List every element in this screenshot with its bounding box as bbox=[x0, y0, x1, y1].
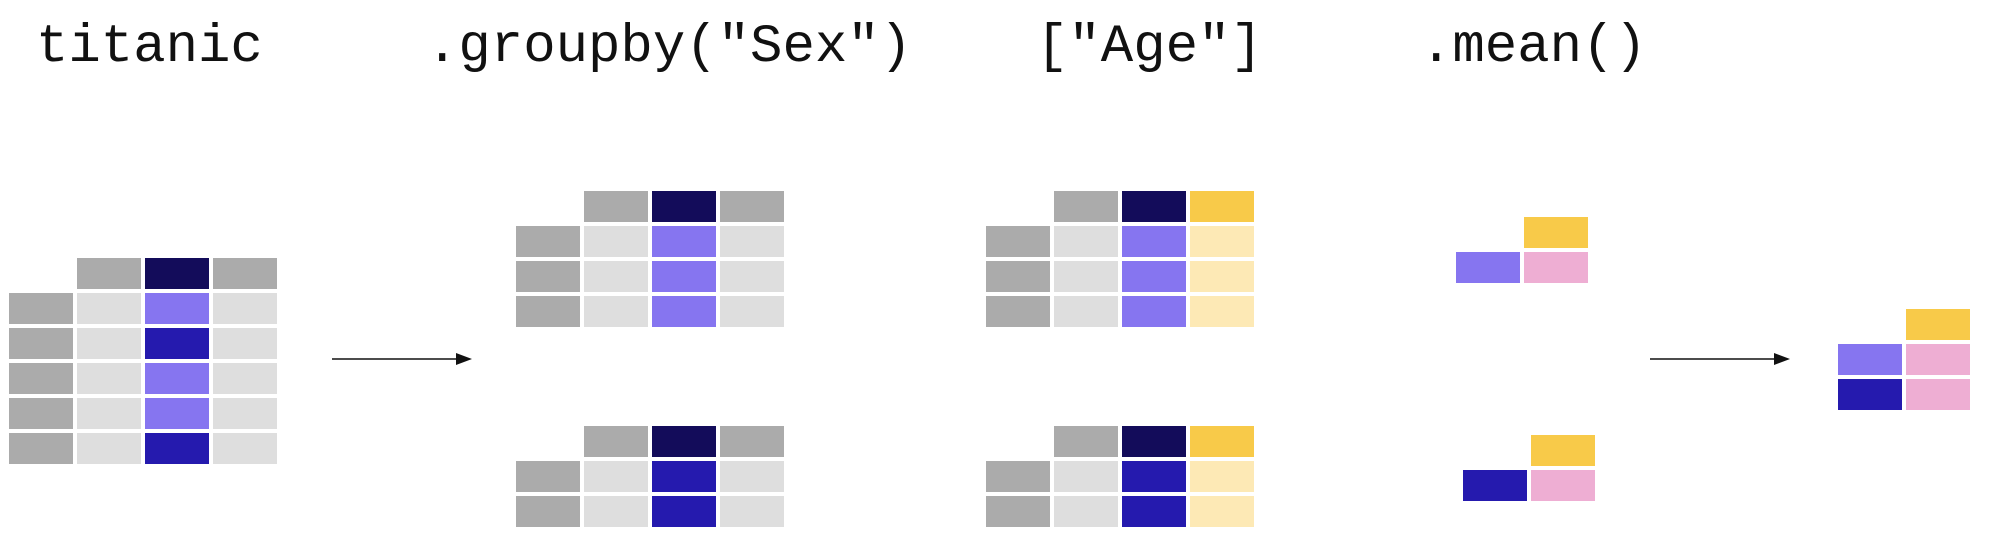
group_a-body-cell bbox=[584, 226, 648, 257]
group_a-body-cell bbox=[652, 226, 716, 257]
group_b-body-cell bbox=[652, 496, 716, 527]
age_b-header-cell bbox=[1122, 426, 1186, 457]
group_a-body-cell bbox=[720, 261, 784, 292]
groupby-label: .groupby("Sex") bbox=[426, 17, 913, 78]
group_b-body-cell bbox=[652, 461, 716, 492]
group_b-body-cell bbox=[584, 496, 648, 527]
titanic-label: titanic bbox=[36, 17, 263, 78]
age_b-body-cell bbox=[1122, 461, 1186, 492]
titanic-body-cell bbox=[145, 433, 209, 464]
result-index-cell bbox=[1838, 379, 1902, 410]
mean_a-header-cell bbox=[1524, 217, 1588, 248]
mean_b-value-cell bbox=[1531, 470, 1595, 501]
result-header-cell bbox=[1906, 309, 1970, 340]
group_a-index-cell bbox=[516, 226, 580, 257]
age_a-header-cell bbox=[1190, 191, 1254, 222]
age_b-body-cell bbox=[1054, 461, 1118, 492]
age_b-body-cell bbox=[1190, 461, 1254, 492]
group_a-body-cell bbox=[584, 261, 648, 292]
age_a-index-cell bbox=[986, 226, 1050, 257]
titanic-header-cell bbox=[145, 258, 209, 289]
group_a-header-cell bbox=[584, 191, 648, 222]
group_b-header-cell bbox=[720, 426, 784, 457]
titanic-header-cell bbox=[77, 258, 141, 289]
age_a-body-cell bbox=[1190, 226, 1254, 257]
titanic-body-cell bbox=[213, 328, 277, 359]
titanic-body-cell bbox=[213, 363, 277, 394]
group_b-body-cell bbox=[720, 496, 784, 527]
result-value-cell bbox=[1906, 344, 1970, 375]
titanic-index-cell bbox=[9, 293, 73, 324]
age_a-body-cell bbox=[1054, 296, 1118, 327]
titanic-body-cell bbox=[145, 293, 209, 324]
group_b-body-cell bbox=[720, 461, 784, 492]
arrow-split bbox=[332, 353, 472, 365]
age_a-index-cell bbox=[986, 261, 1050, 292]
group_a-body-cell bbox=[720, 296, 784, 327]
group_a-header-cell bbox=[720, 191, 784, 222]
titanic-body-cell bbox=[145, 398, 209, 429]
titanic-body-cell bbox=[213, 293, 277, 324]
age_a-body-cell bbox=[1054, 226, 1118, 257]
titanic-index-cell bbox=[9, 363, 73, 394]
age_a-index-cell bbox=[986, 296, 1050, 327]
titanic-index-cell bbox=[9, 328, 73, 359]
age_b-header-cell bbox=[1190, 426, 1254, 457]
titanic-body-cell bbox=[77, 363, 141, 394]
result-value-cell bbox=[1906, 379, 1970, 410]
group_a-body-cell bbox=[584, 296, 648, 327]
group_a-body-cell bbox=[652, 261, 716, 292]
age_b-index-cell bbox=[986, 461, 1050, 492]
group_b-index-cell bbox=[516, 496, 580, 527]
titanic-body-cell bbox=[77, 398, 141, 429]
age_a-body-cell bbox=[1190, 261, 1254, 292]
titanic-body-cell bbox=[77, 293, 141, 324]
titanic-index-cell bbox=[9, 398, 73, 429]
mean_b-header-cell bbox=[1531, 435, 1595, 466]
titanic-body-cell bbox=[145, 363, 209, 394]
titanic-body-cell bbox=[213, 398, 277, 429]
group_b-body-cell bbox=[584, 461, 648, 492]
column-select-label: ["Age"] bbox=[1036, 17, 1263, 78]
age_a-header-cell bbox=[1054, 191, 1118, 222]
titanic-header-cell bbox=[213, 258, 277, 289]
age_a-header-cell bbox=[1122, 191, 1186, 222]
age_a-body-cell bbox=[1190, 296, 1254, 327]
group_a-index-cell bbox=[516, 261, 580, 292]
age_a-body-cell bbox=[1122, 226, 1186, 257]
age_a-body-cell bbox=[1054, 261, 1118, 292]
mean-label: .mean() bbox=[1420, 17, 1647, 78]
age_b-body-cell bbox=[1190, 496, 1254, 527]
age_b-body-cell bbox=[1122, 496, 1186, 527]
group_a-index-cell bbox=[516, 296, 580, 327]
titanic-body-cell bbox=[145, 328, 209, 359]
group_a-body-cell bbox=[720, 226, 784, 257]
age_b-body-cell bbox=[1054, 496, 1118, 527]
group_b-index-cell bbox=[516, 461, 580, 492]
group_a-header-cell bbox=[652, 191, 716, 222]
group_b-header-cell bbox=[652, 426, 716, 457]
mean_b-index-cell bbox=[1463, 470, 1527, 501]
age_a-body-cell bbox=[1122, 296, 1186, 327]
titanic-index-cell bbox=[9, 433, 73, 464]
titanic-body-cell bbox=[77, 433, 141, 464]
mean_a-value-cell bbox=[1524, 252, 1588, 283]
age_a-body-cell bbox=[1122, 261, 1186, 292]
result-index-cell bbox=[1838, 344, 1902, 375]
age_b-index-cell bbox=[986, 496, 1050, 527]
group_b-header-cell bbox=[584, 426, 648, 457]
age_b-header-cell bbox=[1054, 426, 1118, 457]
titanic-body-cell bbox=[213, 433, 277, 464]
mean_a-index-cell bbox=[1456, 252, 1520, 283]
arrow-combine bbox=[1650, 353, 1790, 365]
titanic-body-cell bbox=[77, 328, 141, 359]
group_a-body-cell bbox=[652, 296, 716, 327]
